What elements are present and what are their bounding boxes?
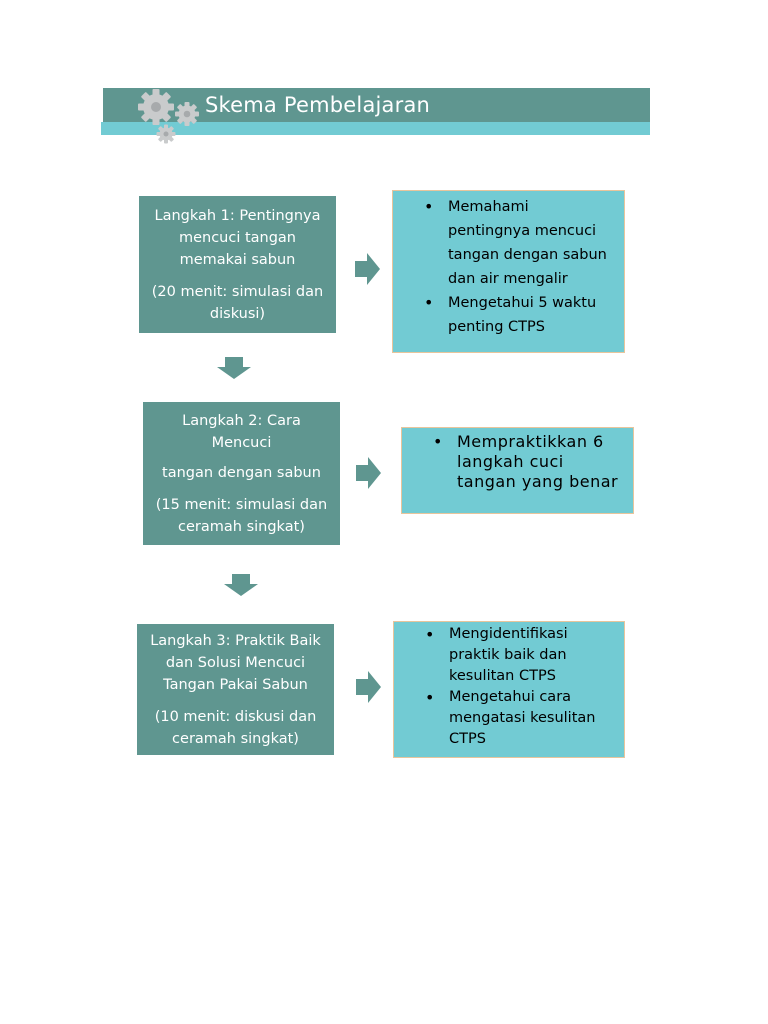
gears-icon	[138, 89, 199, 144]
step-1-title-line: mencuci tangan	[178, 229, 297, 246]
step-2-title-line: tangan dengan sabun	[162, 464, 321, 481]
step-1-duration: (20 menit: simulasi dan diskusi)	[152, 281, 323, 325]
step-3-title: Langkah 3: Praktik Baik dan Solusi Mencu…	[150, 630, 321, 696]
step-3-title-line: Tangan Pakai Sabun	[163, 676, 308, 693]
step-3-title-line: Langkah 3: Praktik Baik	[150, 632, 321, 649]
step-2-outcome-list: Mempraktikkan 6 langkah cuci tangan yang…	[402, 432, 633, 492]
step-2-box: Langkah 2: Cara Mencuci tangan dengan sa…	[143, 402, 340, 545]
list-item: Mengetahui 5 waktu penting CTPS	[393, 291, 624, 339]
step-1-duration-line: diskusi)	[209, 305, 266, 322]
step-2-outcome-box: Mempraktikkan 6 langkah cuci tangan yang…	[401, 427, 634, 514]
page-title: Skema Pembelajaran	[205, 93, 431, 117]
step-3-duration-line: (10 menit: diskusi dan	[154, 708, 317, 725]
step-3-box: Langkah 3: Praktik Baik dan Solusi Mencu…	[137, 624, 334, 755]
step-2-duration: (15 menit: simulasi dan ceramah singkat)	[156, 494, 327, 538]
arrow-down-icon	[224, 574, 258, 596]
step-1-title-line: Langkah 1: Pentingnya	[154, 207, 321, 224]
step-2-duration-line: (15 menit: simulasi dan	[155, 496, 328, 513]
step-1-outcome-box: Memahami pentingnya mencuci tangan denga…	[392, 190, 625, 353]
step-1-outcome-list: Memahami pentingnya mencuci tangan denga…	[393, 195, 624, 339]
step-3-duration: (10 menit: diskusi dan ceramah singkat)	[155, 706, 317, 750]
step-1-duration-line: (20 menit: simulasi dan	[151, 283, 324, 300]
step-3-outcome-list: Mengidentifikasi praktik baik dan kesuli…	[394, 624, 624, 750]
arrow-down-icon	[217, 357, 251, 379]
step-1-box: Langkah 1: Pentingnya mencuci tangan mem…	[139, 196, 336, 333]
list-item: Memahami pentingnya mencuci tangan denga…	[393, 195, 624, 291]
step-2-title-line: Mencuci	[211, 434, 272, 451]
step-3-duration-line: ceramah singkat)	[172, 730, 299, 747]
step-1-title-line: memakai sabun	[179, 251, 296, 268]
arrow-right-icon	[356, 671, 381, 703]
step-2-subtitle: tangan dengan sabun	[162, 462, 321, 484]
step-2-title: Langkah 2: Cara Mencuci	[182, 410, 301, 454]
step-1-title: Langkah 1: Pentingnya mencuci tangan mem…	[154, 205, 320, 271]
list-item: Mengidentifikasi praktik baik dan kesuli…	[394, 624, 624, 687]
arrow-right-icon	[355, 253, 380, 285]
header-underline	[101, 122, 650, 135]
list-item: Mengetahui cara mengatasi kesulitan CTPS	[394, 687, 624, 750]
step-2-title-line: Langkah 2: Cara	[182, 412, 301, 429]
step-2-duration-line: ceramah singkat)	[178, 518, 305, 535]
arrow-right-icon	[356, 457, 381, 489]
step-3-outcome-box: Mengidentifikasi praktik baik dan kesuli…	[393, 621, 625, 758]
step-3-title-line: dan Solusi Mencuci	[165, 654, 306, 671]
list-item: Mempraktikkan 6 langkah cuci tangan yang…	[402, 432, 633, 492]
